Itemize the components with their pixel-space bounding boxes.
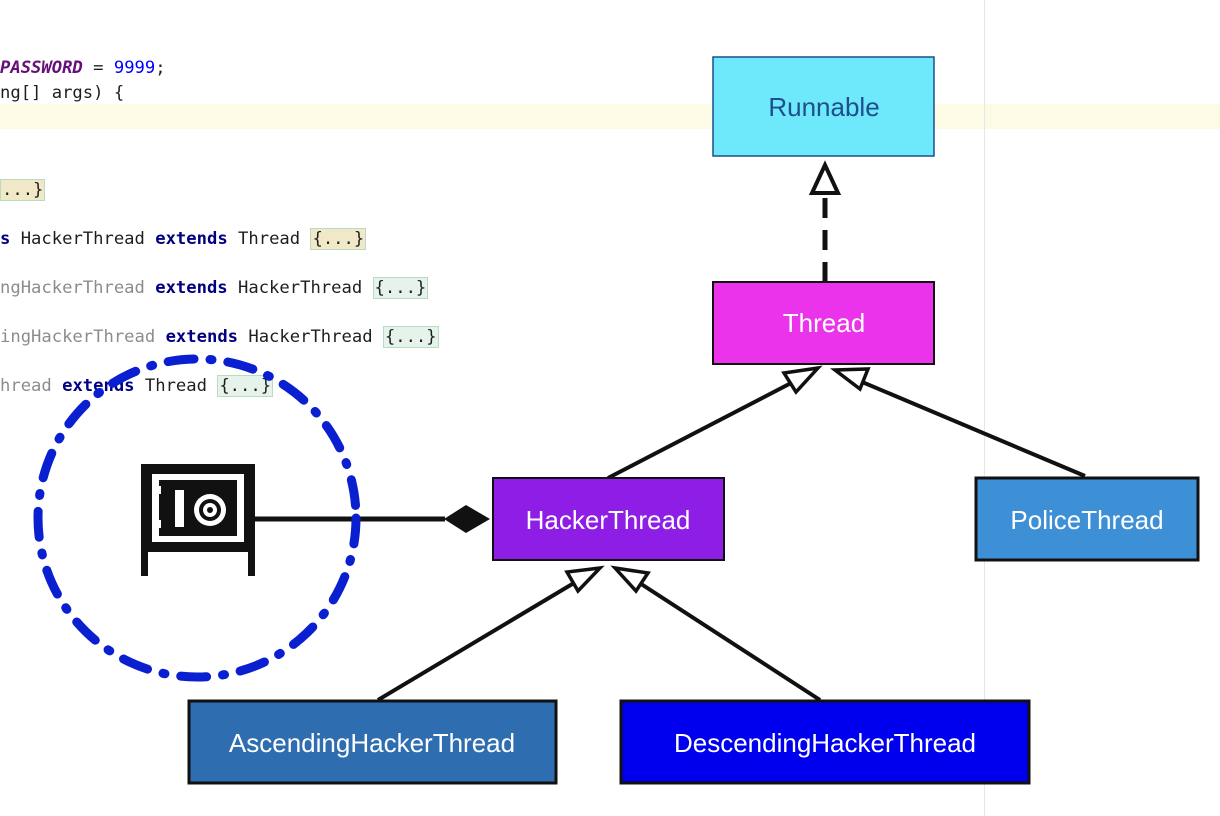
code-token: HackerThread — [227, 278, 373, 298]
right-margin-guide — [984, 0, 985, 816]
node-label-hacker-thread: HackerThread — [526, 505, 691, 535]
composition-diamond — [444, 505, 490, 533]
node-label-descending-hacker-thread: DescendingHackerThread — [674, 728, 976, 758]
code-token: HackerThread — [238, 327, 383, 347]
inheritance-edge-ascending — [376, 578, 581, 702]
code-token: hread — [0, 376, 63, 396]
node-label-runnable: Runnable — [768, 92, 879, 122]
code-token: ngHackerThread — [0, 278, 156, 298]
node-descending-hacker-thread[interactable]: DescendingHackerThread — [619, 699, 1031, 785]
node-thread[interactable]: Thread — [712, 281, 935, 365]
code-token: = — [82, 58, 114, 78]
inheritance-edge-descending — [633, 578, 822, 702]
code-token: extends — [155, 278, 228, 298]
inheritance-arrowhead — [564, 565, 605, 594]
inheritance-arrowhead — [781, 365, 823, 395]
node-label-thread: Thread — [783, 308, 865, 338]
node-runnable[interactable]: Runnable — [712, 56, 935, 157]
inheritance-arrowhead — [610, 565, 651, 594]
code-token: s — [0, 229, 21, 249]
node-label-ascending-hacker-thread: AscendingHackerThread — [229, 728, 515, 758]
inheritance-edge-police-thread — [854, 377, 1086, 478]
node-label-police-thread: PoliceThread — [1010, 505, 1163, 535]
current-line-highlight — [0, 104, 1220, 129]
code-token: ingHackerThread — [0, 327, 166, 347]
code-token: {...} — [382, 326, 439, 348]
node-ascending-hacker-thread[interactable]: AscendingHackerThread — [187, 699, 558, 785]
code-token: PASSWORD — [0, 58, 83, 78]
code-line-ascending-hacker-thread: ngHackerThread extends HackerThread {...… — [0, 277, 429, 299]
code-token: ...} — [0, 179, 46, 201]
inheritance-edge-hacker-thread — [607, 379, 796, 480]
code-line-main: ng[] args) { — [0, 82, 124, 104]
node-hacker-thread[interactable]: HackerThread — [492, 477, 725, 561]
code-line-fold: ...} — [0, 179, 46, 201]
code-token: Thread — [134, 376, 218, 396]
code-token: 9999 — [113, 58, 156, 78]
inheritance-arrowhead — [830, 367, 871, 392]
code-token: ; — [155, 58, 166, 78]
vault-icon — [141, 464, 255, 576]
code-token: HackerThread — [20, 229, 156, 249]
code-token: ng[] args) { — [0, 83, 125, 103]
realization-arrowhead — [808, 160, 842, 195]
code-line-password: PASSWORD = 9999; — [0, 57, 166, 79]
code-token: extends — [155, 229, 228, 249]
code-token: {...} — [217, 375, 274, 397]
code-token: {...} — [372, 277, 429, 299]
code-line-hacker-thread: s HackerThread extends Thread {...} — [0, 228, 367, 250]
highlight-circle-annotation — [33, 354, 361, 682]
code-token: {...} — [310, 228, 367, 250]
code-line-descending-hacker-thread: ingHackerThread extends HackerThread {..… — [0, 326, 439, 348]
code-token: extends — [165, 327, 239, 347]
node-police-thread[interactable]: PoliceThread — [974, 476, 1200, 562]
code-token: Thread — [227, 229, 311, 249]
code-editor[interactable]: PASSWORD = 9999; ng[] args) { ...} s Hac… — [0, 0, 600, 420]
